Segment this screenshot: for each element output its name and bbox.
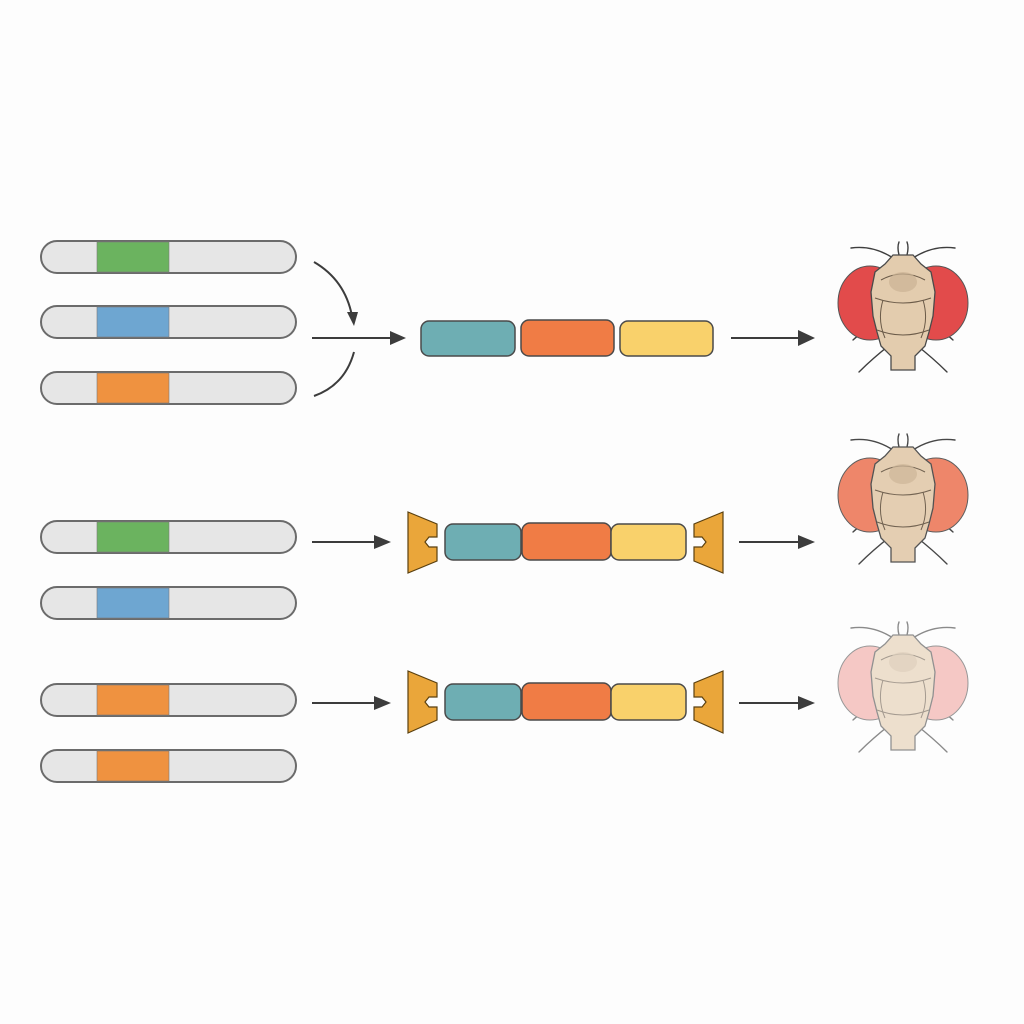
chromosome-group (40, 240, 297, 405)
row-1 (40, 240, 969, 405)
construct-segment-orange (521, 682, 612, 721)
fly-abdomen-line (876, 521, 930, 528)
gene-construct (407, 511, 724, 574)
arrow-head (798, 696, 815, 710)
row-3 (40, 621, 969, 783)
curved-arrow-bottom (313, 351, 355, 397)
right-arrow-icon (312, 696, 391, 710)
chromosome (40, 683, 297, 717)
fly-leg (906, 433, 909, 448)
fly-head-shade (889, 652, 917, 672)
fly-body (870, 634, 936, 751)
chromosome (40, 749, 297, 783)
construct-segment-teal (444, 683, 522, 721)
construct-segment-teal (420, 320, 516, 357)
chromosome (40, 586, 297, 620)
fly-abdomen-line (876, 709, 930, 716)
fruit-fly-icon (837, 241, 969, 373)
fly-leg (850, 438, 894, 451)
arrow-head (374, 535, 391, 549)
fly-leg (912, 626, 956, 639)
gene-band (96, 241, 170, 273)
gene-construct (420, 319, 714, 357)
chromosome (40, 240, 297, 274)
chromosome-group (40, 520, 297, 620)
construct-segment-orange (520, 319, 615, 357)
construct-segment-yellow (619, 320, 714, 357)
fruit-fly-icon (837, 433, 969, 565)
construct-segment-yellow (610, 523, 687, 561)
insulator-bracket-icon (693, 511, 724, 574)
chromosome (40, 520, 297, 554)
row-2 (40, 433, 969, 620)
fly-leg (897, 621, 900, 636)
fly-leg (897, 433, 900, 448)
fly-leg (906, 241, 909, 256)
right-arrow-icon (739, 535, 815, 549)
fly-wing-lines (879, 679, 927, 719)
fly-thorax-line (874, 297, 932, 304)
gene-band (96, 521, 170, 553)
gene-band (96, 684, 170, 716)
gene-band (96, 750, 170, 782)
fruit-fly-icon (837, 621, 969, 753)
right-arrow-icon (312, 535, 391, 549)
fly-leg (912, 246, 956, 259)
construct-segment-orange (521, 522, 612, 561)
fly-body (870, 446, 936, 563)
fly-head-shade (889, 272, 917, 292)
arrow-head (798, 535, 815, 549)
arrow-head (390, 331, 406, 345)
gene-band (96, 587, 170, 619)
gene-band (96, 372, 170, 404)
insulator-bracket-icon (407, 670, 438, 734)
fly-wing-lines (879, 491, 927, 531)
fly-leg (850, 626, 894, 639)
fly-thorax-line (874, 677, 932, 684)
insulator-bracket-icon (407, 511, 438, 574)
fly-head-shade (889, 464, 917, 484)
arrow-head (347, 312, 358, 326)
arrow-head (798, 330, 815, 346)
gene-construct (407, 670, 724, 734)
fly-thorax-line (874, 489, 932, 496)
fly-leg (906, 621, 909, 636)
arrow-head (374, 696, 391, 710)
fly-head-line (880, 653, 926, 661)
fly-abdomen-line (876, 329, 930, 336)
chromosome (40, 305, 297, 339)
fly-wing-lines (879, 299, 927, 339)
fly-leg (850, 246, 894, 259)
curved-merge-arrows-icon (312, 261, 406, 397)
chromosome-group (40, 683, 297, 783)
construct-segment-yellow (610, 683, 687, 721)
chromosome (40, 371, 297, 405)
fly-leg (897, 241, 900, 256)
insulator-bracket-icon (693, 670, 724, 734)
right-arrow-icon (731, 330, 815, 346)
gene-band (96, 306, 170, 338)
curved-arrow-top (313, 261, 353, 317)
fly-leg (912, 438, 956, 451)
construct-segment-teal (444, 523, 522, 561)
right-arrow-icon (739, 696, 815, 710)
fly-body (870, 254, 936, 371)
